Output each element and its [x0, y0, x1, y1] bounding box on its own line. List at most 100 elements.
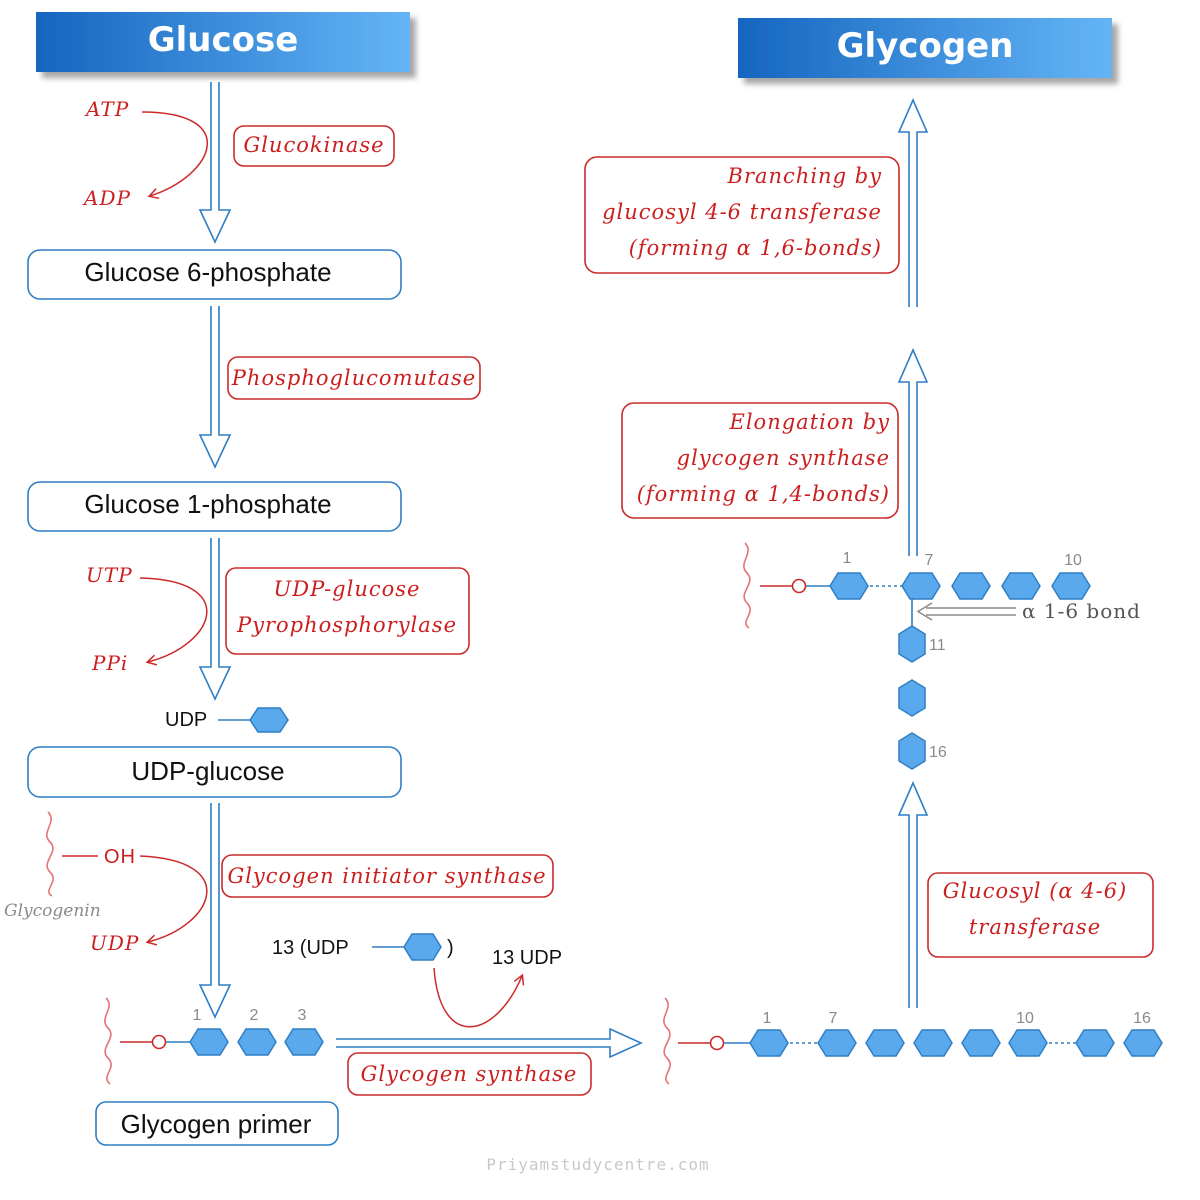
- chain-hexagon-icon: [1123, 1029, 1163, 1057]
- enzyme-glucosyl-transferase: Glucosyl (α 4-6) transferase: [927, 872, 1154, 958]
- arrow-glucose-to-g6p: [198, 82, 232, 244]
- chain-num: 10: [1016, 1010, 1034, 1027]
- glycogen-header-label: Glycogen: [837, 26, 1014, 66]
- arrow-chain-to-branch: [897, 781, 929, 1008]
- cofactor-glycogenin: OH Glycogenin UDP: [4, 811, 208, 955]
- elongation-line1: Elongation by: [729, 410, 891, 434]
- branched-num: 7: [925, 552, 934, 569]
- primer-num: 2: [250, 1007, 259, 1024]
- udp-release-curve-arrow: [433, 967, 525, 1028]
- atp-label: ATP: [84, 97, 129, 121]
- udp-prefix-label: UDP: [165, 709, 207, 731]
- utp-label: UTP: [86, 563, 133, 587]
- cofactor-atp-adp: ATP ADP: [82, 97, 208, 210]
- branched-hexagon-icon: [898, 679, 926, 717]
- chain-hexagon-icon: [961, 1029, 1001, 1057]
- count-open-label: 13 (UDP: [272, 937, 349, 959]
- enzyme-udpg-line2: Pyrophosphorylase: [236, 613, 457, 637]
- enzyme-glucokinase-label: Glucokinase: [243, 133, 384, 157]
- primer-num: 1: [193, 1007, 202, 1024]
- arrow-primer-to-chain: [336, 1027, 643, 1059]
- enzyme-initiator-label: Glycogen initiator synthase: [227, 864, 546, 888]
- chain-num: 1: [763, 1010, 772, 1027]
- node-glucose-6-phosphate-label: Glucose 6-phosphate: [84, 257, 331, 287]
- count-udp-label: 13 UDP: [492, 947, 562, 969]
- oh-curve-arrow: [139, 855, 208, 946]
- atp-curve-arrow: [141, 111, 208, 200]
- glucose-header-label: Glucose: [148, 20, 299, 60]
- primer-chain: 1 2 3: [104, 997, 324, 1085]
- alpha-bond-label: α 1-6 bond: [1022, 599, 1141, 623]
- primer-glycogenin-squiggle-icon: [104, 997, 112, 1085]
- branched-chain: 1 7 10 11 16: [743, 542, 1091, 770]
- chain-num: 7: [829, 1010, 838, 1027]
- alpha-1-6-bond-pointer: α 1-6 bond: [916, 599, 1141, 623]
- branched-num: 11: [929, 637, 946, 654]
- enzyme-phosphoglucomutase: Phosphoglucomutase: [227, 356, 481, 400]
- count-close-label: ): [447, 937, 454, 959]
- transferase-line2: transferase: [969, 915, 1101, 939]
- arrow-branch-to-elongation: [897, 348, 929, 556]
- enzyme-glycogen-synthase: Glycogen synthase: [347, 1052, 592, 1096]
- bond-arrowhead-icon: [916, 602, 933, 621]
- watermark: Priyamstudycentre.com: [486, 1155, 709, 1174]
- udp-hexagon-icon: [403, 933, 442, 961]
- node-udp-glucose: UDP-glucose: [27, 746, 402, 798]
- ppi-label: PPi: [91, 651, 128, 675]
- elongation-line2: glycogen synthase: [677, 446, 890, 470]
- chain-hexagon-icon: [817, 1029, 857, 1057]
- enzyme-glucokinase: Glucokinase: [233, 125, 395, 167]
- chain-hexagon-icon: [749, 1029, 789, 1057]
- branched-num: 16: [929, 744, 947, 761]
- arrow-udpglucose-to-primer: [198, 803, 232, 1019]
- branched-glycogenin-squiggle-icon: [743, 542, 751, 629]
- branching-line1: Branching by: [727, 164, 883, 188]
- chain-hexagon-icon: [1075, 1029, 1115, 1057]
- branched-hexagon-icon: [901, 572, 941, 600]
- primer-oxygen-icon: [151, 1034, 167, 1050]
- primer-num: 3: [298, 1007, 307, 1024]
- branched-hexagon-icon: [1051, 572, 1091, 600]
- chain-oxygen-icon: [709, 1035, 725, 1051]
- cofactor-utp-ppi: UTP PPi: [86, 563, 208, 675]
- glycogenin-label: Glycogenin: [4, 901, 101, 921]
- node-glycogen-primer: Glycogen primer: [95, 1101, 339, 1146]
- node-glycogen-primer-label: Glycogen primer: [121, 1109, 312, 1139]
- glycogenin-squiggle-icon: [46, 811, 54, 897]
- glucose-header: Glucose: [36, 12, 410, 72]
- branched-hexagon-icon: [951, 572, 991, 600]
- enzyme-udp-glucose-pyrophosphorylase: UDP-glucose Pyrophosphorylase: [225, 567, 470, 655]
- chain-glycogenin-squiggle-icon: [663, 997, 671, 1085]
- glucose-hexagon-icon: [249, 707, 289, 733]
- enzyme-elongation: Elongation by glycogen synthase (forming…: [621, 402, 899, 519]
- elongation-line3: (forming α 1,4-bonds): [637, 482, 890, 506]
- chain-hexagon-icon: [1008, 1029, 1048, 1057]
- branched-hexagon-icon: [1001, 572, 1041, 600]
- oh-label: OH: [104, 846, 136, 868]
- adp-label: ADP: [82, 186, 131, 210]
- branching-line3: (forming α 1,6-bonds): [629, 236, 882, 260]
- arrow-elongation-to-glycogen: [897, 98, 929, 307]
- glycogen-header: Glycogen: [738, 18, 1112, 78]
- chain-num: 16: [1133, 1010, 1151, 1027]
- node-glucose-1-phosphate-label: Glucose 1-phosphate: [84, 489, 331, 519]
- arrow-g1p-to-udpglucose: [198, 538, 232, 701]
- udp-release-label: UDP: [90, 931, 139, 955]
- branched-oxygen-icon: [791, 578, 807, 594]
- enzyme-udpg-line1: UDP-glucose: [274, 577, 421, 601]
- branched-hexagon-icon: [898, 732, 926, 770]
- primer-hexagon-icon: [237, 1028, 277, 1056]
- enzyme-branching: Branching by glucosyl 4-6 transferase (f…: [584, 156, 900, 274]
- linear-chain: 1 7 10 16: [663, 997, 1163, 1085]
- enzyme-phosphoglucomutase-label: Phosphoglucomutase: [231, 366, 476, 390]
- udp-glucose-input: 13 (UDP ) 13 UDP: [272, 933, 562, 1028]
- branched-hexagon-icon: [829, 572, 869, 600]
- transferase-line1: Glucosyl (α 4-6): [943, 879, 1128, 903]
- primer-hexagon-icon: [189, 1028, 229, 1056]
- enzyme-synthase-label: Glycogen synthase: [361, 1062, 578, 1086]
- primer-hexagon-icon: [284, 1028, 324, 1056]
- node-glucose-1-phosphate: Glucose 1-phosphate: [27, 481, 402, 532]
- node-udp-glucose-label: UDP-glucose: [131, 756, 284, 786]
- arrow-g6p-to-g1p: [198, 306, 232, 469]
